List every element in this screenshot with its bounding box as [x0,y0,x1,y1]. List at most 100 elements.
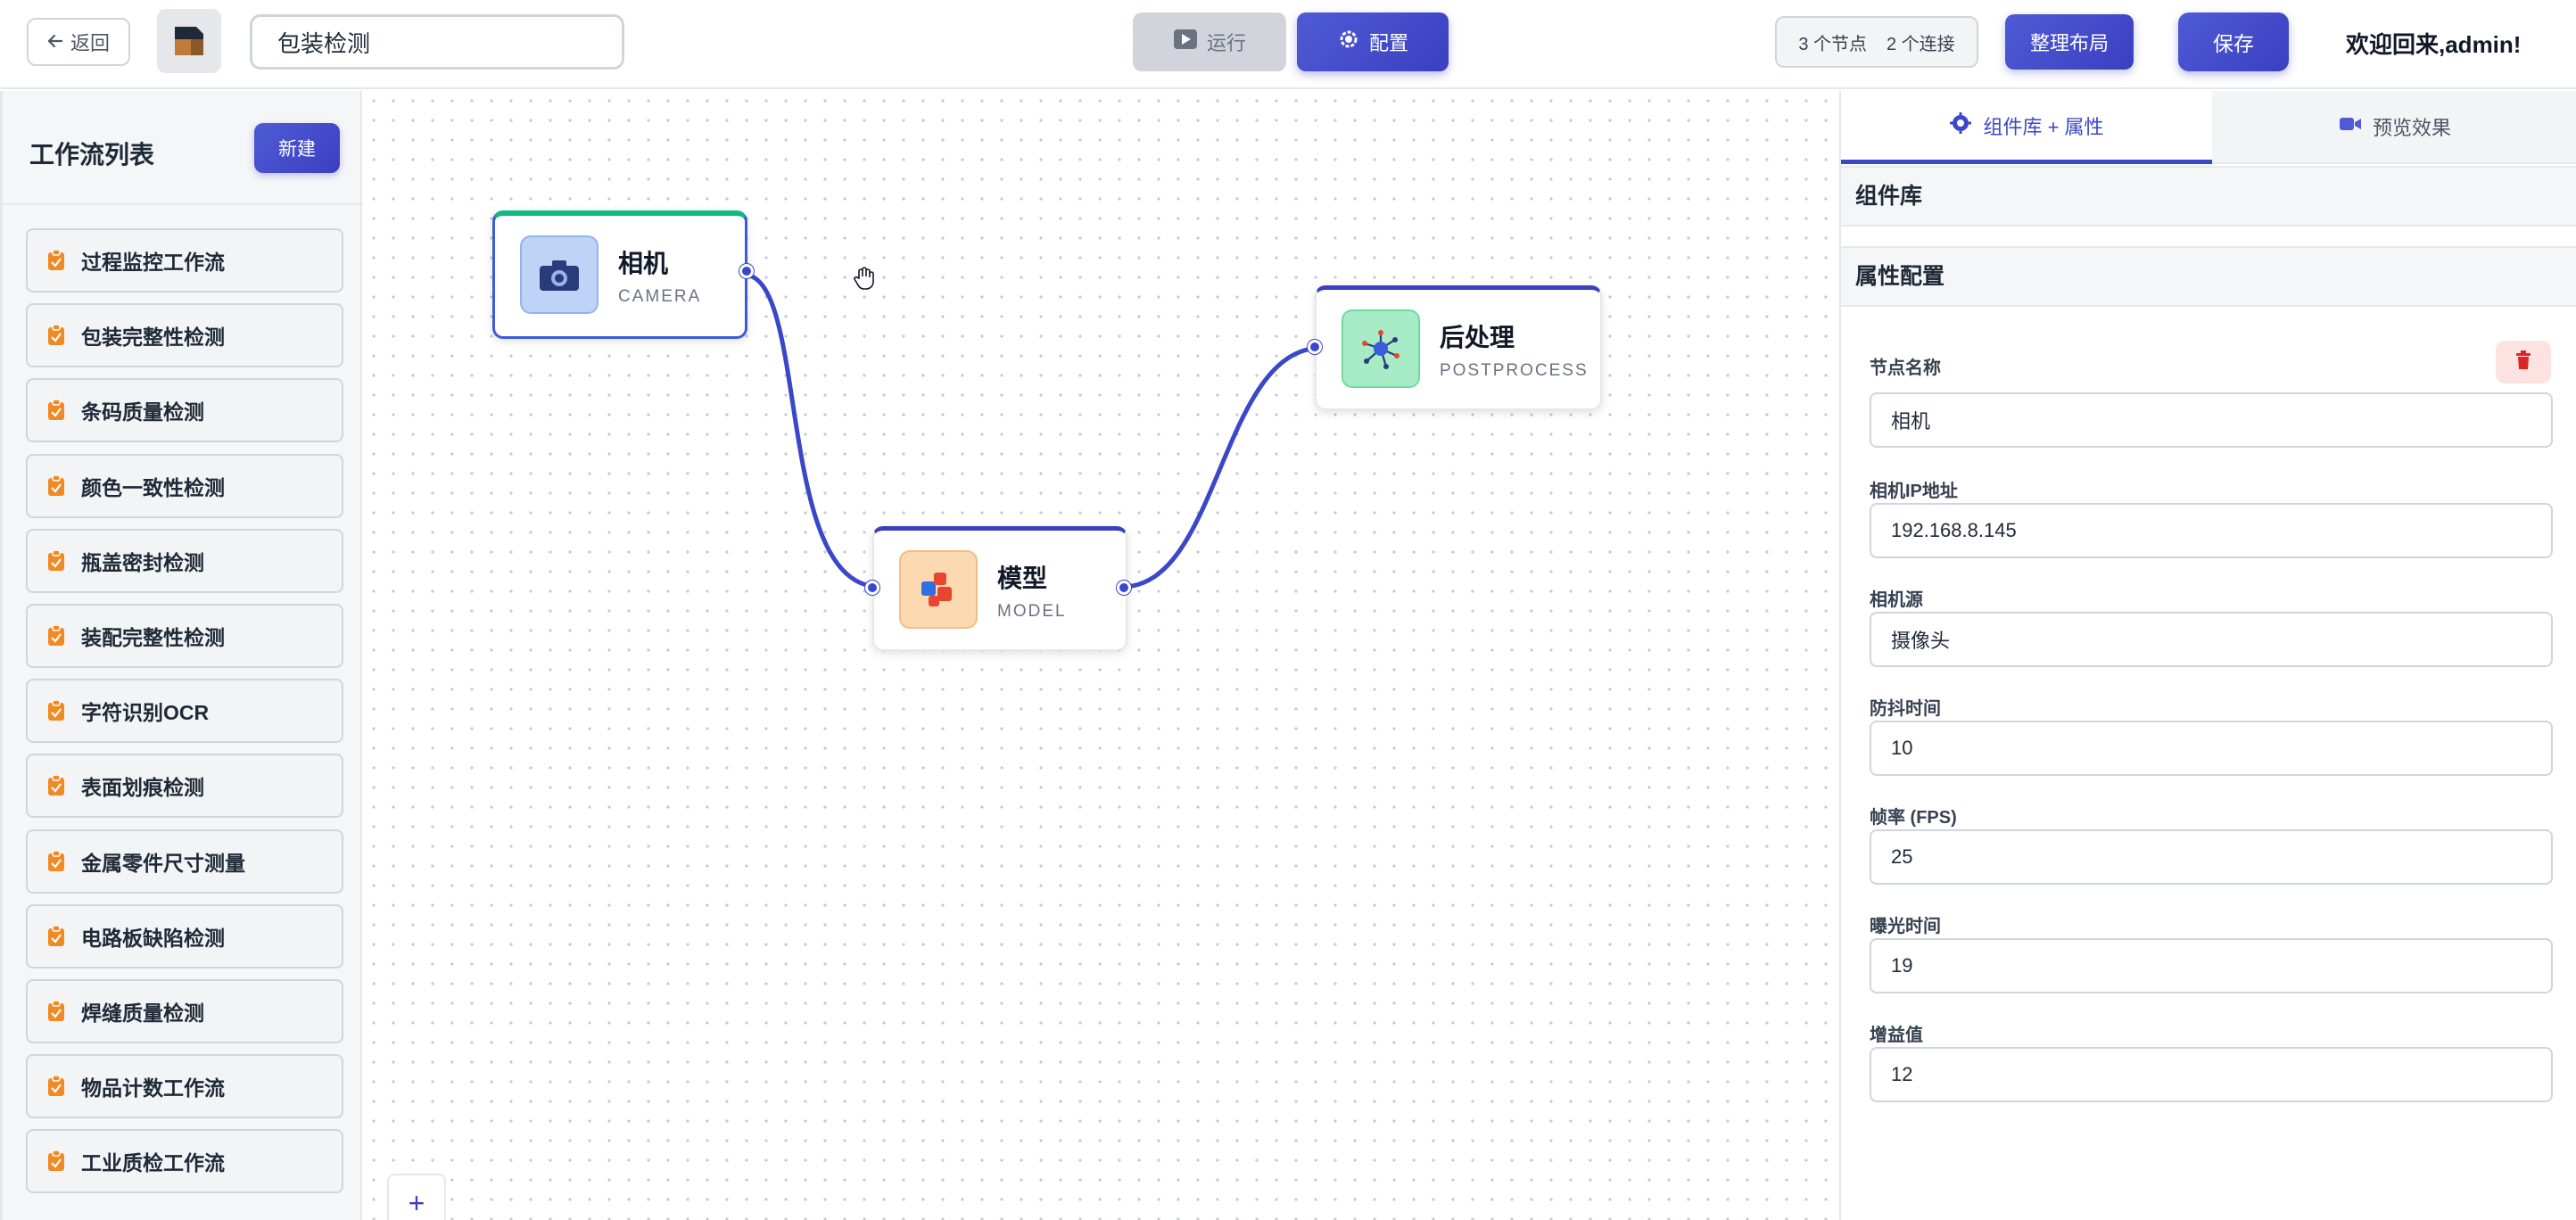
back-button[interactable]: 返回 [27,18,130,66]
workflow-item-label: 颜色一致性检测 [81,475,225,499]
edge-count: 2 个连接 [1887,34,1955,54]
tab-label: 预览效果 [2372,117,2451,139]
workflow-item[interactable]: 表面划痕检测 [26,754,343,819]
workflow-item-label: 电路板缺陷检测 [81,926,225,950]
workflow-item-label: 焊缝质量检测 [81,1001,204,1025]
workflow-item[interactable]: 瓶盖密封检测 [26,528,343,593]
config-label: 配置 [1368,32,1408,54]
model-icon [899,550,978,629]
input-port[interactable] [865,581,879,595]
auto-layout-button[interactable]: 整理布局 [2005,14,2134,70]
output-port[interactable] [739,264,754,278]
config-button[interactable]: 配置 [1297,12,1449,71]
workflow-item[interactable]: 条码质量检测 [26,378,343,443]
workflow-item-label: 装配完整性检测 [81,625,225,649]
edge-model-postprocess[interactable] [1121,345,1323,589]
clipboard-check-icon [47,249,65,271]
camera-source-field[interactable] [1870,612,2553,667]
debounce-field[interactable] [1870,721,2553,776]
workflow-item-label: 条码质量检测 [81,400,204,425]
clipboard-check-icon [47,1150,65,1172]
exposure-field[interactable] [1870,938,2553,993]
sidebar-title: 工作流列表 [29,141,155,169]
tab-label: 组件库 + 属性 [1983,115,2104,138]
save-button[interactable]: 保存 [2178,12,2289,71]
workflow-title-input[interactable] [250,14,624,70]
workflow-item[interactable]: 工业质检工作流 [26,1129,343,1194]
workflow-item-label: 瓶盖密封检测 [81,550,204,574]
clipboard-check-icon [47,324,65,346]
node-title: 模型 [997,565,1048,592]
workflow-item-label: 物品计数工作流 [81,1076,225,1100]
component-library-header[interactable]: 组件库 [1841,166,2576,227]
gear-icon [1337,28,1360,56]
node-name-label: 节点名称 [1870,359,1941,378]
node-name-field[interactable] [1870,392,2553,448]
node-type: POSTPROCESS [1440,361,1589,380]
camera-icon [520,235,599,314]
clipboard-check-icon [47,699,65,721]
workflow-item[interactable]: 物品计数工作流 [26,1054,343,1119]
trash-icon [2514,350,2532,375]
arrow-left-icon [47,30,63,54]
workflow-item-label: 表面划痕检测 [81,776,204,800]
exposure-label: 曝光时间 [1870,917,1941,936]
node-type: CAMERA [618,287,702,306]
node-camera[interactable]: 相机 CAMERA [492,210,754,339]
workflow-item[interactable]: 装配完整性检测 [26,603,343,668]
workflow-item[interactable]: 颜色一致性检测 [26,453,343,518]
workflow-canvas[interactable]: 相机 CAMERA 模型 MODEL [364,91,1839,1220]
fps-field[interactable] [1870,829,2553,885]
clipboard-check-icon [47,849,65,872]
workflow-item-label: 金属零件尺寸测量 [81,851,245,875]
delete-node-button[interactable] [2496,341,2551,383]
camera-ip-label: 相机IP地址 [1870,482,1958,501]
clipboard-check-icon [47,1000,65,1022]
clipboard-check-icon [47,474,65,497]
workflow-item[interactable]: 包装完整性检测 [26,303,343,368]
output-port[interactable] [1117,581,1131,595]
workflow-item-label: 包装完整性检测 [81,326,225,350]
graph-stats: 3 个节点 2 个连接 [1775,16,1978,68]
camera-ip-field[interactable] [1870,503,2553,558]
node-title: 后处理 [1440,324,1515,351]
workflow-item[interactable]: 电路板缺陷检测 [26,903,343,969]
gear-icon [1949,111,1972,140]
run-button[interactable]: 运行 [1133,12,1286,71]
node-type: MODEL [997,602,1067,621]
top-bar: 返回 运行 配置 3 个节点 2 个连接 整理布局 保存 欢迎回来,admin! [0,0,2576,89]
workflow-sidebar: 工作流列表 新建 过程监控工作流 包装完整性检测 条码质量检测 颜色一致性检测 … [0,91,363,1220]
node-postprocess[interactable]: 后处理 POSTPROCESS [1308,285,1602,410]
tab-preview[interactable]: 预览效果 [2212,91,2576,164]
edge-camera-model[interactable] [743,272,880,589]
clipboard-check-icon [47,924,65,947]
input-port[interactable] [1308,340,1322,354]
properties-header: 属性配置 [1841,246,2576,307]
run-label: 运行 [1206,32,1246,54]
node-model[interactable]: 模型 MODEL [865,526,1131,651]
edge-layer [743,272,1323,589]
hand-cursor-icon [853,266,876,295]
zoom-in-button[interactable]: + [387,1174,446,1220]
workflow-item-label: 字符识别OCR [81,701,210,725]
clipboard-check-icon [47,624,65,647]
workflow-item[interactable]: 焊缝质量检测 [26,978,343,1043]
gain-field[interactable] [1870,1047,2553,1102]
workflow-item[interactable]: 金属零件尺寸测量 [26,828,343,894]
clipboard-check-icon [47,774,65,796]
node-count: 3 个节点 [1798,34,1867,54]
gain-label: 增益值 [1870,1026,1923,1045]
clipboard-check-icon [47,399,65,421]
app-logo [157,9,221,73]
back-label: 返回 [70,32,110,54]
workflow-item[interactable]: 字符识别OCR [26,679,343,744]
clipboard-check-icon [47,1075,65,1097]
tab-library-properties[interactable]: 组件库 + 属性 [1841,91,2212,164]
debounce-label: 防抖时间 [1870,699,1941,719]
workflow-item[interactable]: 过程监控工作流 [26,228,343,293]
properties-panel: 组件库 + 属性 预览效果 组件库 属性配置 节点名称 相机IP地址 相机源 防… [1839,91,2576,1220]
camera-source-label: 相机源 [1870,590,1923,610]
new-workflow-button[interactable]: 新建 [254,123,340,173]
workflow-list: 过程监控工作流 包装完整性检测 条码质量检测 颜色一致性检测 瓶盖密封检测 装配… [26,228,343,1204]
workflow-item-label: 过程监控工作流 [81,251,225,274]
